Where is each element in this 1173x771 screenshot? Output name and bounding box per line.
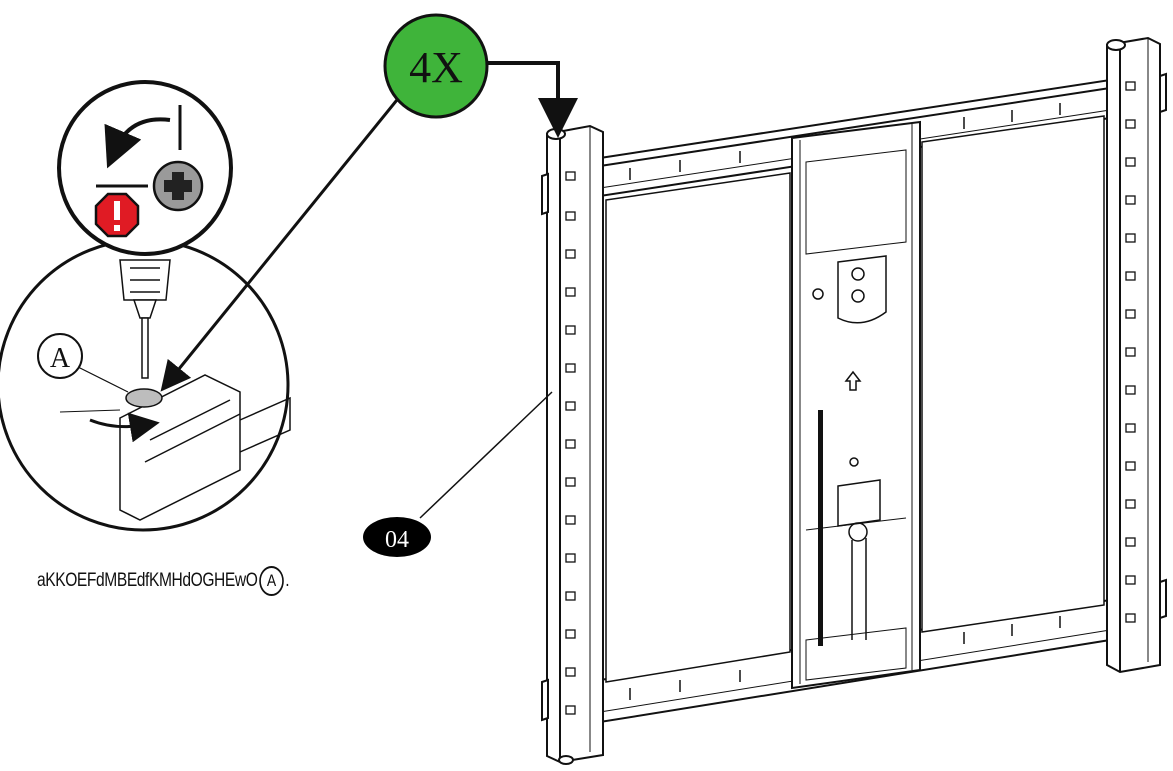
center-bracket (812, 255, 887, 640)
center-rod (818, 410, 823, 646)
part-number-text: 04 (385, 527, 409, 553)
quantity-leader-line (160, 89, 407, 392)
screw-head-icon (152, 160, 204, 212)
part-leader-line (419, 391, 553, 519)
quantity-badge: 4X (383, 13, 489, 119)
caption-text: aKKOEFdMBEdfKMHdOGHEwO (37, 570, 258, 591)
wall-mount-frame (541, 36, 1167, 765)
part-label-circle (37, 333, 83, 379)
screw-head-a (125, 388, 163, 408)
arrow-up-icon (844, 370, 862, 391)
rail-markers (629, 103, 1061, 700)
tighten-hint (57, 80, 233, 256)
upright-slots (565, 81, 1136, 715)
part-label-a: A (50, 343, 71, 374)
part-number-badge: 04 (363, 517, 431, 557)
instruction-caption: aKKOEFdMBEdfKMHdOGHEwO A . (37, 566, 290, 596)
quantity-arrow-to-frame (482, 61, 578, 138)
quantity-text: 4X (409, 43, 463, 92)
caption-ref-circle: A (259, 566, 284, 596)
rotate-arrow-icon (104, 117, 171, 169)
screwdriver (119, 259, 171, 379)
caption-end: . (285, 570, 290, 591)
warning-octagon-icon (94, 192, 140, 238)
